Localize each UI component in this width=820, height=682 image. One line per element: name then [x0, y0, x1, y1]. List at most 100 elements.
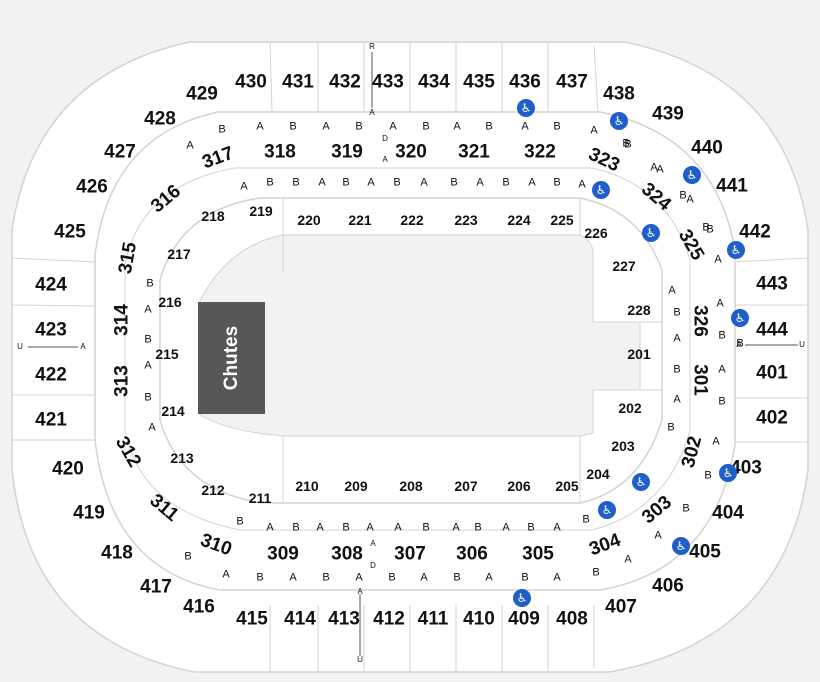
section-212[interactable]: 212 — [201, 482, 225, 498]
section-301[interactable]: 301 — [689, 364, 711, 396]
section-429[interactable]: 429 — [186, 83, 218, 105]
wheelchair-icon: ♿ — [672, 537, 690, 555]
wheelchair-icon: ♿ — [513, 589, 531, 607]
section-407[interactable]: 407 — [605, 596, 637, 618]
section-223[interactable]: 223 — [454, 212, 478, 228]
row-label-a: A — [144, 359, 152, 372]
section-226[interactable]: 226 — [584, 225, 608, 241]
row-label-b: B — [718, 329, 726, 342]
section-408[interactable]: 408 — [556, 608, 588, 630]
section-438[interactable]: 438 — [603, 83, 635, 105]
section-315[interactable]: 315 — [114, 240, 142, 276]
section-420[interactable]: 420 — [52, 458, 84, 480]
row-label-b: B — [679, 189, 687, 202]
section-306[interactable]: 306 — [456, 543, 488, 565]
section-204[interactable]: 204 — [586, 466, 610, 482]
section-413[interactable]: 413 — [328, 608, 360, 630]
section-404[interactable]: 404 — [712, 502, 744, 524]
section-326[interactable]: 326 — [689, 305, 711, 337]
section-437[interactable]: 437 — [556, 71, 588, 93]
section-222[interactable]: 222 — [400, 212, 424, 228]
section-309[interactable]: 309 — [267, 543, 299, 565]
row-label-a: A — [355, 571, 363, 584]
section-219[interactable]: 219 — [249, 203, 273, 219]
section-436[interactable]: 436 — [509, 71, 541, 93]
section-214[interactable]: 214 — [161, 403, 185, 419]
section-314[interactable]: 314 — [111, 304, 133, 336]
row-label-a: A — [366, 521, 374, 534]
section-215[interactable]: 215 — [155, 346, 179, 362]
section-307[interactable]: 307 — [394, 543, 426, 565]
section-424[interactable]: 424 — [35, 274, 67, 296]
section-220[interactable]: 220 — [297, 212, 321, 228]
section-221[interactable]: 221 — [348, 212, 372, 228]
section-421[interactable]: 421 — [35, 409, 67, 431]
section-320[interactable]: 320 — [395, 141, 427, 163]
section-417[interactable]: 417 — [140, 576, 172, 598]
section-443[interactable]: 443 — [756, 273, 788, 295]
marker-tunnel-top-a: A — [382, 155, 388, 164]
section-318[interactable]: 318 — [264, 141, 296, 163]
section-440[interactable]: 440 — [691, 137, 723, 159]
section-211[interactable]: 211 — [248, 490, 272, 506]
section-218[interactable]: 218 — [201, 208, 225, 224]
section-422[interactable]: 422 — [35, 364, 67, 386]
section-414[interactable]: 414 — [284, 608, 316, 630]
section-411[interactable]: 411 — [417, 608, 449, 630]
section-415[interactable]: 415 — [236, 608, 268, 630]
section-217[interactable]: 217 — [167, 246, 191, 262]
row-label-b: B — [706, 223, 714, 236]
section-439[interactable]: 439 — [652, 103, 684, 125]
row-label-b: B — [485, 120, 493, 133]
section-206[interactable]: 206 — [507, 478, 531, 494]
section-434[interactable]: 434 — [418, 71, 450, 93]
section-423[interactable]: 423 — [35, 319, 67, 341]
section-410[interactable]: 410 — [463, 608, 495, 630]
section-412[interactable]: 412 — [373, 608, 405, 630]
section-209[interactable]: 209 — [344, 478, 368, 494]
section-416[interactable]: 416 — [183, 596, 215, 618]
section-203[interactable]: 203 — [611, 438, 635, 454]
section-444[interactable]: 444 — [756, 319, 788, 341]
section-428[interactable]: 428 — [144, 108, 176, 130]
section-207[interactable]: 207 — [454, 478, 478, 494]
section-208[interactable]: 208 — [399, 478, 423, 494]
section-202[interactable]: 202 — [618, 400, 642, 416]
section-403[interactable]: 403 — [730, 457, 762, 479]
section-409[interactable]: 409 — [508, 608, 540, 630]
section-313[interactable]: 313 — [111, 365, 133, 397]
section-305[interactable]: 305 — [522, 543, 554, 565]
row-label-b: B — [144, 333, 152, 346]
section-419[interactable]: 419 — [73, 502, 105, 524]
section-227[interactable]: 227 — [612, 258, 636, 274]
section-321[interactable]: 321 — [458, 141, 490, 163]
section-425[interactable]: 425 — [54, 221, 86, 243]
section-435[interactable]: 435 — [463, 71, 495, 93]
section-402[interactable]: 402 — [756, 407, 788, 429]
section-430[interactable]: 430 — [235, 71, 267, 93]
section-225[interactable]: 225 — [550, 212, 574, 228]
section-224[interactable]: 224 — [507, 212, 531, 228]
section-213[interactable]: 213 — [170, 450, 194, 466]
section-406[interactable]: 406 — [652, 575, 684, 597]
section-431[interactable]: 431 — [282, 71, 314, 93]
section-308[interactable]: 308 — [331, 543, 363, 565]
row-label-a: A — [673, 332, 681, 345]
section-216[interactable]: 216 — [158, 294, 182, 310]
section-441[interactable]: 441 — [716, 175, 748, 197]
section-405[interactable]: 405 — [689, 541, 721, 563]
section-228[interactable]: 228 — [627, 302, 651, 318]
section-401[interactable]: 401 — [756, 362, 788, 384]
section-432[interactable]: 432 — [329, 71, 361, 93]
section-319[interactable]: 319 — [331, 141, 363, 163]
row-label-a: A — [222, 568, 230, 581]
section-427[interactable]: 427 — [104, 141, 136, 163]
section-433[interactable]: 433 — [372, 71, 404, 93]
section-210[interactable]: 210 — [295, 478, 319, 494]
section-322[interactable]: 322 — [524, 141, 556, 163]
section-201[interactable]: 201 — [627, 346, 651, 362]
section-442[interactable]: 442 — [739, 221, 771, 243]
section-426[interactable]: 426 — [76, 176, 108, 198]
section-418[interactable]: 418 — [101, 542, 133, 564]
section-205[interactable]: 205 — [555, 478, 579, 494]
